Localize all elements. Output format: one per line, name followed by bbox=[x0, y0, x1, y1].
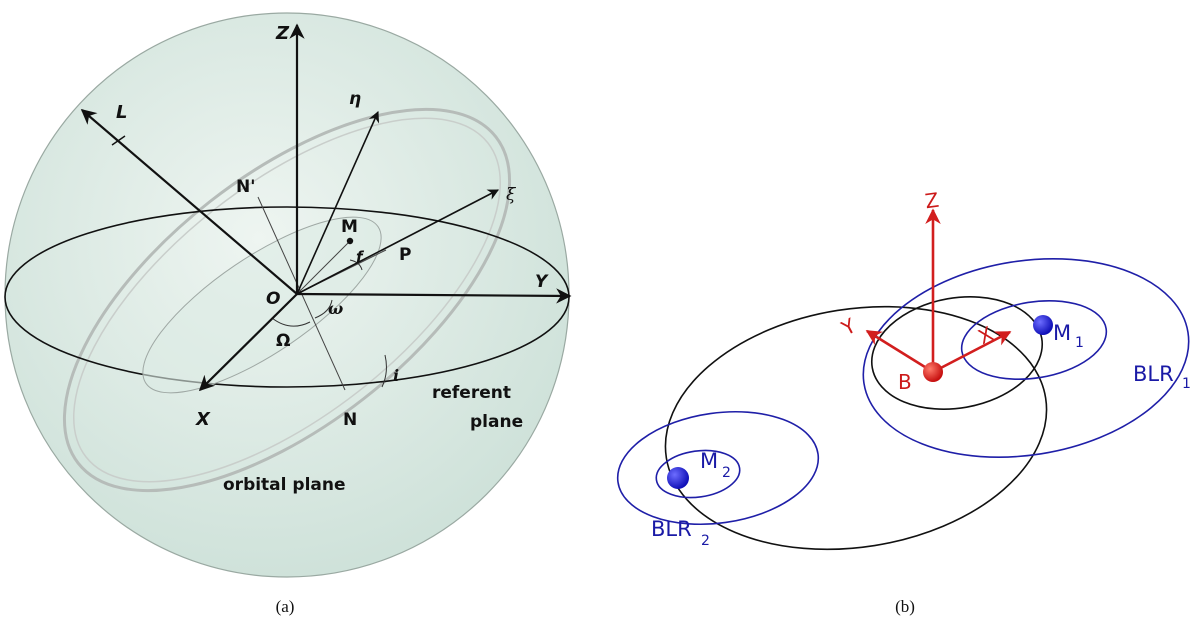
b-label-y: Y bbox=[837, 313, 861, 341]
label-eta: η bbox=[349, 89, 361, 109]
label-n-prime: N' bbox=[236, 177, 255, 197]
f-angle-arc bbox=[349, 259, 363, 271]
b-label-m1-sub: 1 bbox=[1075, 335, 1084, 351]
b-label-blr1: BLR bbox=[1133, 362, 1174, 386]
b-label-blr2-sub: 2 bbox=[701, 533, 710, 549]
barycenter-b bbox=[923, 362, 943, 382]
orbit-m2 bbox=[664, 305, 1048, 551]
label-p: P bbox=[399, 245, 411, 265]
mass-m1 bbox=[1033, 315, 1053, 335]
label-orbital-plane: orbital plane bbox=[223, 475, 346, 495]
b-label-blr1-sub: 1 bbox=[1182, 376, 1191, 392]
b-label-blr2: BLR bbox=[651, 517, 692, 541]
panel-a: Z L η ξ N' M f P Y O ω Ω X N i referent … bbox=[4, 12, 572, 616]
label-y: Y bbox=[535, 272, 549, 292]
radius-vector bbox=[296, 240, 351, 295]
x-axis bbox=[198, 293, 298, 392]
y-axis bbox=[296, 288, 572, 304]
label-f: f bbox=[356, 248, 365, 266]
mass-m2 bbox=[667, 467, 689, 489]
eta-axis bbox=[296, 110, 380, 295]
label-o: O bbox=[266, 289, 280, 309]
Omega-angle-arc bbox=[271, 317, 311, 327]
label-n: N bbox=[343, 410, 357, 430]
caption-a: (a) bbox=[276, 597, 295, 616]
orbit-ellipse bbox=[142, 216, 382, 394]
point-m bbox=[346, 237, 354, 245]
orbital-plane-ring-outer bbox=[62, 107, 512, 493]
b-label-b: B bbox=[898, 370, 912, 394]
label-m: M bbox=[341, 217, 358, 237]
i-angle-arc bbox=[381, 354, 387, 388]
label-referent: referent bbox=[432, 383, 511, 403]
blr2-outer bbox=[616, 410, 820, 526]
b-label-z: Z bbox=[923, 188, 940, 214]
label-omega: ω bbox=[328, 299, 343, 318]
label-l: L bbox=[116, 102, 127, 123]
b-x-axis bbox=[932, 330, 1012, 374]
blr1-outer bbox=[862, 258, 1190, 458]
panel-b: Z Y X B M 1 M 2 BLR 1 BLR 2 (b) bbox=[616, 188, 1191, 616]
b-label-m1: M bbox=[1053, 321, 1071, 345]
l-axis-tick bbox=[111, 135, 126, 146]
orbit-m1 bbox=[870, 296, 1044, 410]
orbital-plane-ring-inner bbox=[72, 117, 502, 483]
b-label-m2: M bbox=[700, 449, 718, 473]
omega-angle-arc bbox=[314, 299, 333, 319]
blr1-inner bbox=[960, 299, 1108, 381]
label-i: i bbox=[393, 366, 399, 385]
label-xi: ξ bbox=[506, 185, 517, 205]
b-label-x: X bbox=[974, 321, 997, 349]
caption-b: (b) bbox=[895, 597, 915, 616]
label-x: X bbox=[195, 409, 211, 430]
xi-axis bbox=[296, 189, 499, 295]
label-plane: plane bbox=[470, 412, 523, 432]
label-capital-omega: Ω bbox=[276, 331, 290, 351]
blr2-inner bbox=[655, 449, 741, 499]
b-label-m2-sub: 2 bbox=[722, 465, 731, 481]
b-y-axis bbox=[865, 329, 934, 374]
label-z: Z bbox=[275, 23, 290, 44]
